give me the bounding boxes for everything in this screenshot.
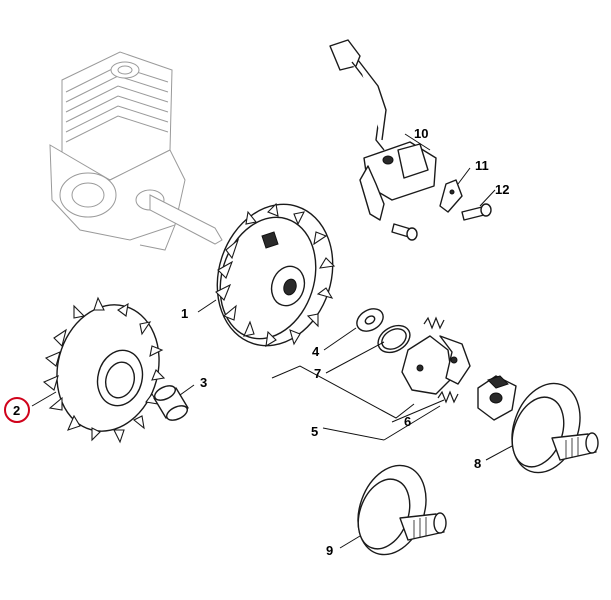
clutch-drum-bottom-part (357, 464, 447, 556)
flywheel-fan-part (215, 202, 336, 348)
callout-4: 4 (312, 344, 320, 359)
leader-lines (31, 133, 513, 549)
spring-upper-part (423, 316, 445, 330)
callout-6: 6 (404, 414, 411, 429)
callout-11: 11 (475, 158, 489, 173)
clutch-drum-right-part (511, 382, 599, 474)
engine-block-ghost (49, 51, 223, 251)
fan-wheel-part (42, 296, 166, 444)
plate-part (439, 179, 463, 213)
callout-3: 3 (200, 375, 207, 390)
highlight-ring (4, 397, 30, 423)
clutch-hub-part (477, 375, 517, 421)
callout-12: 12 (495, 182, 509, 197)
callout-9: 9 (326, 543, 333, 558)
callout-7: 7 (314, 366, 321, 381)
washer-part (356, 308, 384, 332)
callout-5: 5 (311, 424, 318, 439)
callout-2: 2 (13, 403, 20, 418)
sleeve-part (153, 385, 189, 421)
ring-part (377, 324, 411, 354)
clutch-shoes-part (401, 335, 471, 395)
callout-1: 1 (181, 306, 188, 321)
callout-10: 10 (414, 126, 428, 141)
spring-lower-part (437, 390, 459, 404)
screw-part-left (391, 223, 418, 241)
screw-part-right (461, 203, 492, 221)
callout-8: 8 (474, 456, 481, 471)
ignition-module-part (329, 39, 437, 221)
